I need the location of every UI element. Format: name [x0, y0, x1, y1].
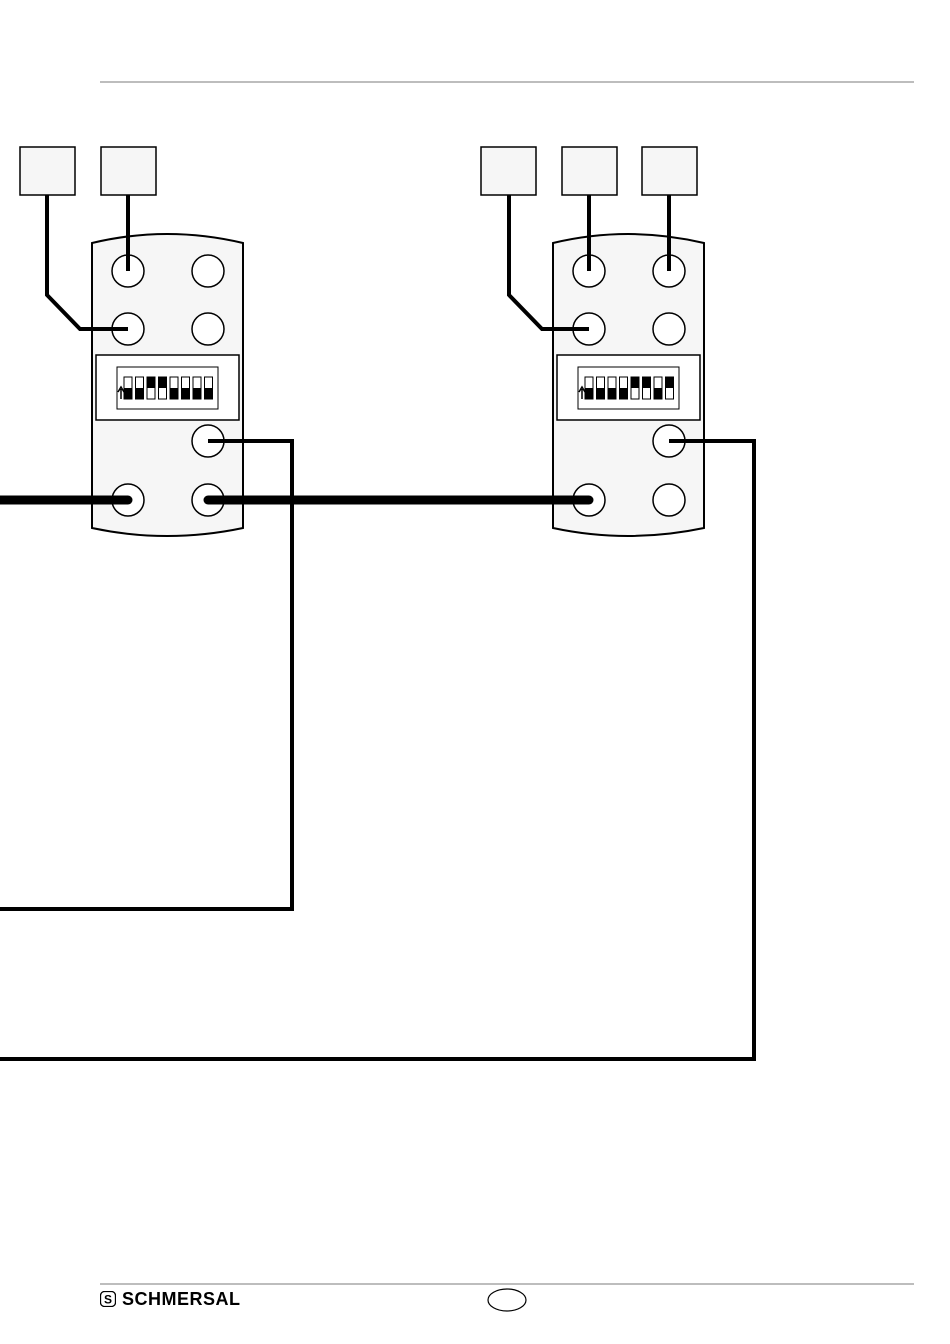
dip-switch-1-2-knob	[136, 388, 144, 399]
dip-switch-2-2-knob	[597, 388, 605, 399]
terminal-box-5	[642, 147, 697, 195]
dip-switch-2-5-knob	[631, 377, 639, 388]
dip-switch-1-8-knob	[205, 388, 213, 399]
dip-switch-1-3-knob	[147, 377, 155, 388]
terminal-box-2	[101, 147, 156, 195]
dip-switch-2-6-knob	[643, 377, 651, 388]
page-number-oval	[488, 1289, 526, 1311]
connector-m1-top-right	[192, 255, 224, 287]
dip-switch-2-3-knob	[608, 388, 616, 399]
connector-m1-second-right	[192, 313, 224, 345]
terminal-box-3	[481, 147, 536, 195]
dip-switch-2-7-knob	[654, 388, 662, 399]
dip-switch-2-8-knob	[666, 377, 674, 388]
dip-switch-1-4-knob	[159, 377, 167, 388]
svg-text:S: S	[104, 1293, 112, 1307]
schmersal-s-logo-icon: S	[100, 1291, 116, 1307]
dip-switch-2-1-knob	[585, 388, 593, 399]
brand-name: SCHMERSAL	[122, 1289, 241, 1309]
dip-switch-1-6-knob	[182, 388, 190, 399]
dip-switch-1-1-knob	[124, 388, 132, 399]
terminal-box-1	[20, 147, 75, 195]
dip-switch-1-5-knob	[170, 388, 178, 399]
footer-brand: S SCHMERSAL	[100, 1289, 241, 1309]
connector-m2-bottom-right	[653, 484, 685, 516]
connector-m2-second-right	[653, 313, 685, 345]
terminal-box-4	[562, 147, 617, 195]
dip-switch-1-7-knob	[193, 388, 201, 399]
dip-switch-2-4-knob	[620, 388, 628, 399]
